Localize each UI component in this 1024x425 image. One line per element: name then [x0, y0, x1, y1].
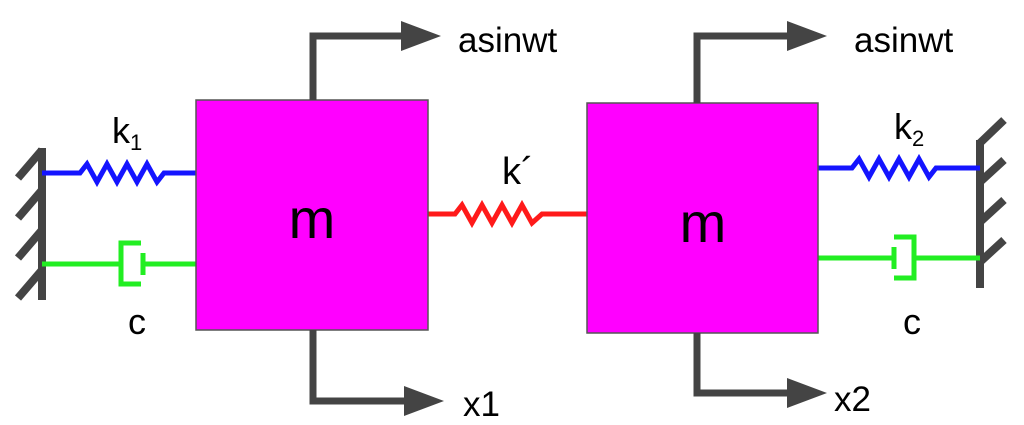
spring-k1-symbol: k [112, 110, 131, 151]
force-arrow-left-head [401, 21, 441, 51]
left-wall-hatch [14, 227, 46, 261]
mass-left-label: m [289, 187, 336, 250]
right-wall-hatch [977, 237, 1007, 265]
spring-k2-label: k2 [894, 106, 924, 151]
spring-k2-coil [818, 153, 980, 183]
right-wall [976, 117, 1007, 288]
damper-right-label: c [903, 301, 921, 342]
force-left-label: asinwt [458, 21, 557, 60]
displacement-left-label: x1 [463, 385, 500, 424]
left-wall-hatch [14, 187, 46, 221]
spring-coupling-coil [428, 199, 588, 229]
right-wall-hatch [977, 157, 1007, 185]
spring-k2-subscript: 2 [912, 126, 924, 151]
spring-k2-symbol: k [894, 106, 913, 147]
spring-k1-coil [42, 158, 196, 188]
mass-right-label: m [680, 191, 727, 254]
displacement-arrow-right-head [787, 378, 827, 408]
spring-k2 [818, 153, 980, 183]
displacement-arrow-left-shaft [309, 330, 407, 405]
displacement-arrow-right-shaft [693, 333, 790, 397]
displacement-arrow-left [309, 330, 444, 416]
displacement-arrow-left-head [404, 386, 444, 416]
force-arrow-left-shaft [309, 32, 404, 100]
damper-right [818, 234, 980, 281]
mass-left [195, 99, 429, 331]
damper-left-label: c [128, 301, 146, 342]
left-wall-hatch [14, 147, 46, 181]
force-right-label: asinwt [854, 21, 953, 60]
displacement-arrow-right [693, 333, 827, 408]
right-wall-hatch [977, 117, 1007, 146]
spring-coupling-label: k´ [502, 151, 534, 193]
mass-right [586, 102, 819, 334]
force-arrow-left [309, 21, 441, 100]
spring-k1 [42, 158, 196, 188]
force-arrow-right [693, 21, 827, 103]
damper-left [42, 240, 196, 287]
displacement-right-label: x2 [834, 380, 871, 419]
spring-k1-label: k1 [112, 110, 142, 155]
left-wall-hatch [14, 267, 46, 301]
left-wall [14, 147, 46, 301]
right-wall-hatch [977, 197, 1007, 225]
spring-coupling [428, 199, 588, 229]
force-arrow-right-head [787, 21, 827, 51]
damper-right-cylinder [894, 234, 917, 281]
force-arrow-right-shaft [693, 32, 790, 103]
damper-left-cylinder [118, 240, 141, 287]
spring-k1-subscript: 1 [130, 130, 142, 155]
